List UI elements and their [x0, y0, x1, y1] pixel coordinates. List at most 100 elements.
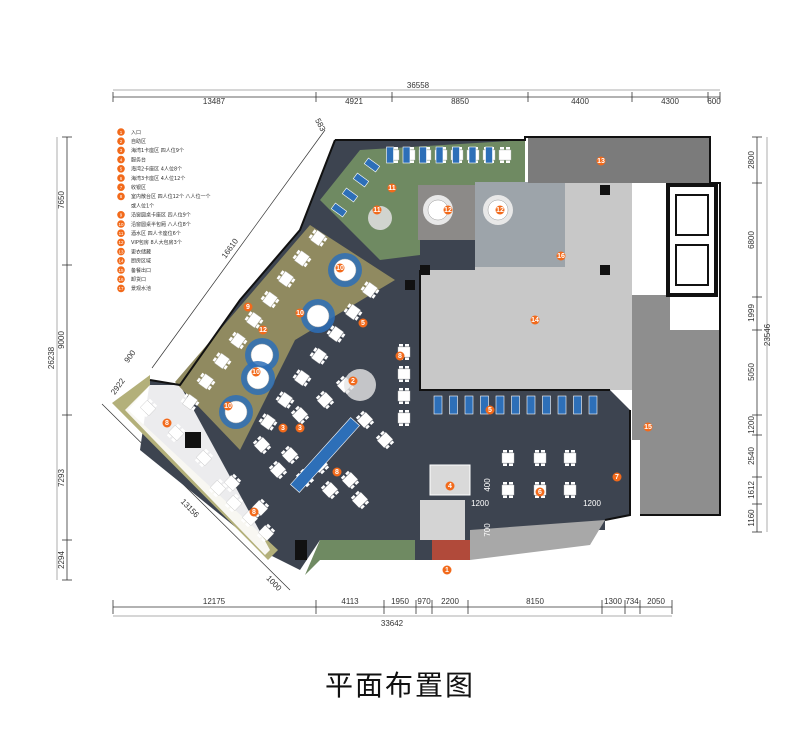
table: [280, 445, 300, 465]
legend-label: 卸货口: [131, 276, 146, 283]
legend-label: 沿窗圆桌半包厢 八人位8个: [131, 221, 191, 228]
table: [258, 413, 278, 431]
table: [397, 366, 411, 382]
plan-badge: 14: [530, 315, 540, 325]
svg-text:8: 8: [398, 353, 402, 360]
legend-badge: [117, 220, 125, 228]
svg-text:11: 11: [373, 207, 381, 214]
plan-badge: 5: [485, 405, 495, 415]
table: [180, 393, 200, 411]
legend-badge: [117, 137, 125, 145]
svg-text:12: 12: [444, 207, 452, 214]
table: [292, 369, 312, 387]
legend-number: 11: [119, 231, 124, 236]
table: [397, 388, 411, 404]
legend-badge: [117, 128, 125, 136]
svg-text:5: 5: [488, 407, 492, 414]
booth: [341, 187, 359, 203]
svg-text:5: 5: [361, 320, 365, 327]
kitchen-area: [420, 182, 632, 390]
plan-badge: 12: [443, 205, 453, 215]
plan-badge: 5: [358, 318, 368, 328]
top-dimension-line: [112, 89, 721, 102]
plan-badge: 16: [556, 251, 566, 261]
svg-text:13: 13: [597, 158, 605, 165]
svg-text:11: 11: [388, 185, 396, 192]
plan-badge: 3: [278, 423, 288, 433]
table: [260, 290, 280, 309]
booth: [433, 395, 443, 415]
legend-number: 14: [118, 259, 124, 264]
plan-badge: 8: [249, 507, 259, 517]
legend-badge: [117, 238, 125, 247]
legend-badge: [117, 192, 125, 201]
booth: [480, 395, 489, 415]
right-dimension-line: [752, 136, 768, 533]
legend-label: 室内散台区 四人位12个 八人位一个: [131, 193, 211, 200]
legend-number: 3: [120, 148, 123, 153]
table: [224, 493, 244, 513]
svg-text:10: 10: [224, 403, 232, 410]
booth: [352, 172, 370, 188]
plan-badge: 15: [643, 422, 653, 432]
legend-number: 17: [118, 286, 124, 291]
table: [244, 311, 264, 329]
booth: [573, 395, 582, 415]
table: [563, 482, 577, 498]
table: [308, 229, 328, 247]
legend-number: 5: [120, 167, 123, 172]
drawing-title: 平面布置图: [324, 669, 475, 702]
legend-number: 15: [118, 268, 124, 273]
legend-label: 收银区: [131, 184, 146, 191]
booth: [557, 395, 567, 415]
booth: [330, 202, 348, 218]
plan-badge: 11: [387, 183, 397, 193]
legend-item: 17 景观水池: [117, 284, 151, 293]
svg-text:8: 8: [252, 509, 256, 516]
legend-badge: [117, 174, 125, 182]
storage-room: [528, 137, 710, 183]
legend-badge: [117, 247, 125, 256]
plan-badge: 12: [495, 205, 505, 215]
svg-text:14: 14: [531, 317, 539, 324]
plan-badge: 13: [596, 156, 606, 166]
booth: [464, 395, 474, 415]
table: [228, 331, 248, 350]
svg-text:1: 1: [445, 567, 449, 574]
booth: [542, 395, 551, 415]
legend-badge: [117, 275, 125, 284]
legend-badge: [117, 183, 125, 191]
table: [292, 249, 312, 268]
entrance: [420, 500, 465, 540]
booth: [468, 146, 477, 164]
svg-text:4: 4: [448, 483, 452, 490]
table: [501, 482, 515, 498]
legend-label: 景观水池: [131, 285, 151, 292]
legend-number: 16: [118, 277, 124, 282]
table: [276, 270, 296, 288]
table: [290, 405, 310, 425]
booth: [363, 157, 381, 173]
legend-number: 4: [120, 157, 123, 162]
table: [360, 281, 380, 299]
floor-plan-drawing: [56, 89, 768, 617]
plan-badge: 1: [442, 565, 452, 575]
svg-text:6: 6: [538, 489, 542, 496]
booth: [435, 146, 444, 164]
svg-text:12: 12: [496, 207, 504, 214]
legend-label: 备餐出口: [131, 267, 151, 274]
svg-text:7: 7: [615, 474, 619, 481]
booth: [485, 146, 493, 164]
table: [397, 410, 411, 426]
table: [355, 410, 375, 430]
legend-badge: [117, 165, 125, 173]
